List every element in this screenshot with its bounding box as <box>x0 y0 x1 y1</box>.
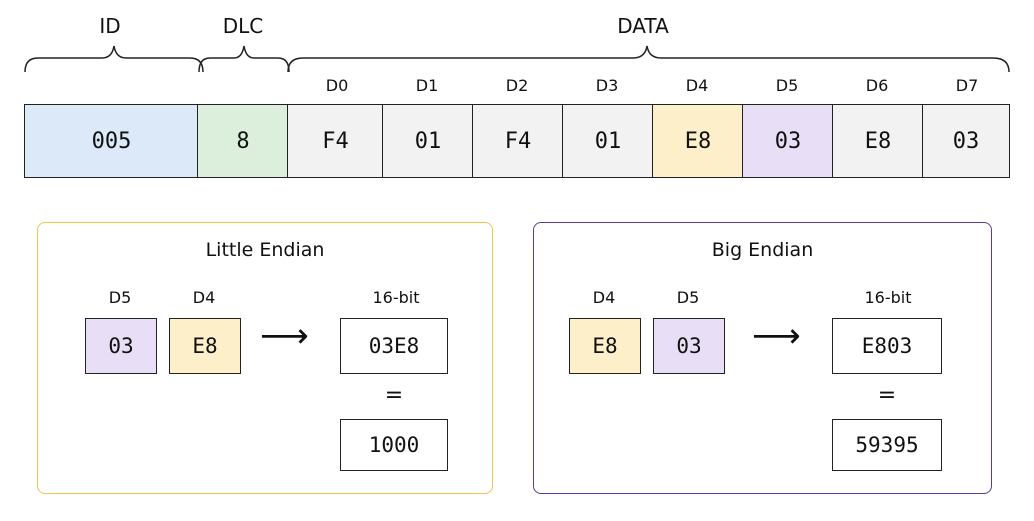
be-byte-box-2: 03 <box>653 318 725 374</box>
dlc-brace <box>198 45 290 73</box>
id-header: ID <box>99 14 121 38</box>
data-cell-d5: 03 <box>742 104 834 178</box>
byte-label-d5: D5 <box>775 76 799 95</box>
le-byte-box-2: E8 <box>169 318 241 374</box>
byte-label-d3: D3 <box>595 76 619 95</box>
data-brace <box>287 45 1010 73</box>
little-endian-panel: Little Endian D5 D4 16-bit 03 E8 ⟶ 03E8 … <box>37 222 493 494</box>
data-header: DATA <box>617 14 669 38</box>
data-cell-d7: 03 <box>922 104 1010 178</box>
byte-label-d6: D6 <box>865 76 889 95</box>
dlc-cell: 8 <box>197 104 289 178</box>
data-cell-d3: 01 <box>562 104 654 178</box>
big-endian-title: Big Endian <box>711 239 814 261</box>
data-cell-d1: 01 <box>382 104 474 178</box>
le-result-label: 16-bit <box>372 288 420 307</box>
byte-label-d1: D1 <box>415 76 439 95</box>
le-hex-result-box: 03E8 <box>340 318 448 374</box>
be-hex-result-box: E803 <box>832 318 942 374</box>
byte-label-d0: D0 <box>325 76 349 95</box>
id-cell: 005 <box>24 104 199 178</box>
le-decimal-result-box: 1000 <box>340 419 448 471</box>
byte-label-d4: D4 <box>685 76 709 95</box>
data-cell-d4: E8 <box>652 104 744 178</box>
be-byte-box-1: E8 <box>569 318 641 374</box>
be-equals: = <box>877 383 897 408</box>
le-arrow-icon: ⟶ <box>260 316 309 356</box>
byte-label-d7: D7 <box>955 76 979 95</box>
data-cell-d2: F4 <box>472 104 564 178</box>
little-endian-title: Little Endian <box>205 239 325 261</box>
byte-label-d2: D2 <box>505 76 529 95</box>
le-byte-box-1: 03 <box>85 318 157 374</box>
le-equals: = <box>384 383 404 408</box>
be-byte-label-1: D4 <box>592 288 616 307</box>
be-decimal-result-box: 59395 <box>832 419 942 471</box>
id-brace <box>24 45 204 73</box>
be-arrow-icon: ⟶ <box>752 316 801 356</box>
data-cell-d0: F4 <box>287 104 384 178</box>
be-result-label: 16-bit <box>864 288 912 307</box>
be-byte-label-2: D5 <box>676 288 700 307</box>
le-byte-label-1: D5 <box>108 288 132 307</box>
data-cell-d6: E8 <box>832 104 924 178</box>
big-endian-panel: Big Endian D4 D5 16-bit E8 03 ⟶ E803 = 5… <box>533 222 992 494</box>
dlc-header: DLC <box>222 14 264 38</box>
le-byte-label-2: D4 <box>192 288 216 307</box>
